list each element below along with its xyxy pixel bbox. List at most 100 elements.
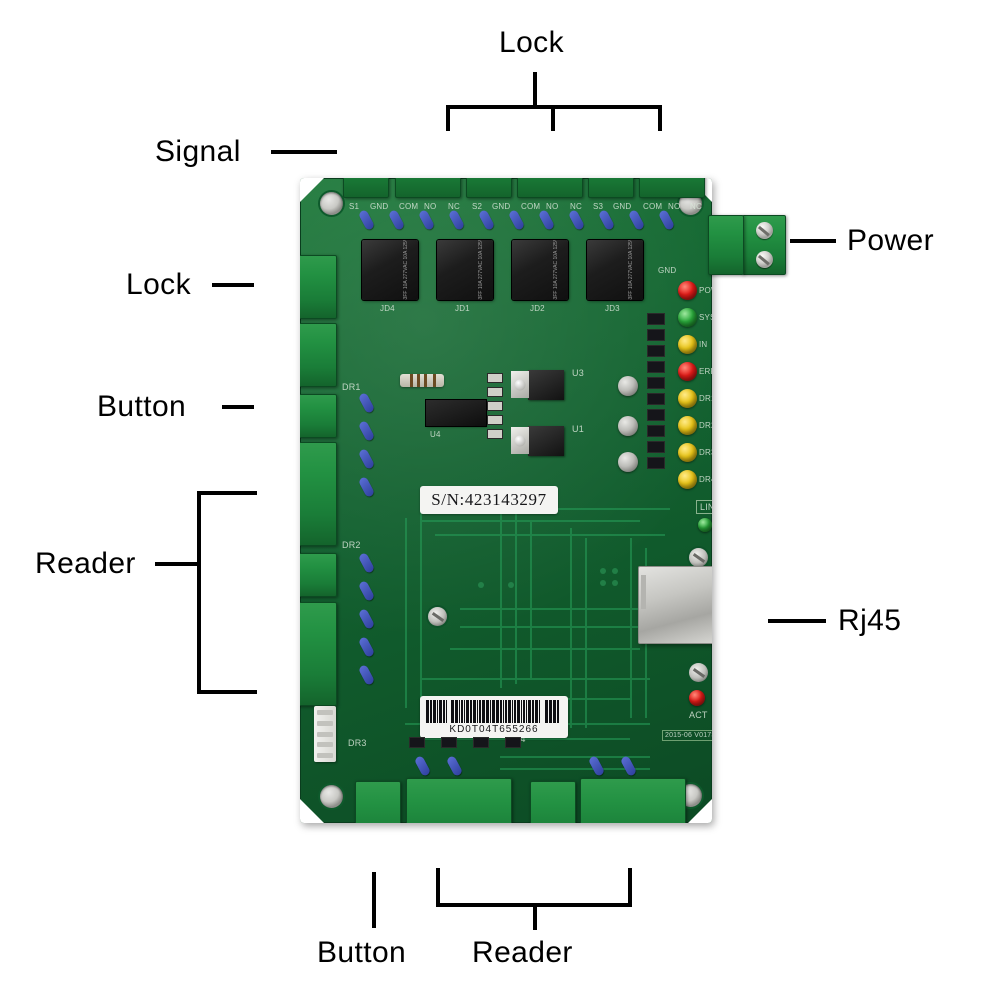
relay-marking: JQC-3FF 10A 277VAC 10A 125VAC xyxy=(402,240,409,300)
silk-revision: 2015-06 V0173 xyxy=(662,730,712,741)
relay-jd2: JQC-3FF 10A 277VAC 10A 125VAC xyxy=(512,240,568,300)
terminal-lock-left-1[interactable] xyxy=(300,255,337,319)
capacitor xyxy=(618,452,638,472)
silk-led-dr1: DR1 xyxy=(699,394,712,403)
relay-jd4: JQC-3FF 10A 277VAC 10A 125VAC xyxy=(362,240,418,300)
screw-terminal[interactable] xyxy=(755,251,773,268)
silk-com2: COM xyxy=(521,202,541,211)
callout-lock-left: Lock xyxy=(126,268,191,301)
screw-rj45-bottom xyxy=(689,663,708,682)
ic-u4 xyxy=(426,400,486,426)
terminal-signal-s1[interactable] xyxy=(343,178,389,198)
terminal-button-bottom-1[interactable] xyxy=(355,781,401,823)
barcode-bars xyxy=(426,700,562,723)
leader-power xyxy=(790,239,836,243)
leader-reader-left-bracket xyxy=(197,491,201,694)
silk-s1: S1 xyxy=(349,202,360,211)
silk-com1: COM xyxy=(399,202,419,211)
silk-com3: COM xyxy=(643,202,663,211)
terminal-lock-3[interactable] xyxy=(639,178,705,198)
silk-led-dr2: DR2 xyxy=(699,421,712,430)
mounting-hole-tl xyxy=(320,192,343,215)
jst-connector[interactable] xyxy=(314,706,336,762)
terminal-lock-2[interactable] xyxy=(517,178,583,198)
leader-reader-left-bottom xyxy=(197,690,257,694)
relay-jd3: JQC-3FF 10A 277VAC 10A 125VAC xyxy=(587,240,643,300)
led-link xyxy=(698,518,712,532)
leader-rj45 xyxy=(768,619,826,623)
capacitor xyxy=(618,416,638,436)
silk-led-power: POWER xyxy=(699,286,712,295)
callout-rj45: Rj45 xyxy=(838,604,902,637)
silk-nc2: NC xyxy=(570,202,582,211)
silk-gnd-power: GND xyxy=(658,266,677,275)
terminal-button-left-1[interactable] xyxy=(300,394,337,438)
silk-jd3: JD3 xyxy=(605,304,620,313)
relay-marking: JQC-3FF 10A 277VAC 10A 125VAC xyxy=(552,240,559,300)
silk-nc3: NC xyxy=(690,202,702,211)
silk-no2: NO xyxy=(546,202,559,211)
leader-button-bottom xyxy=(372,872,376,928)
smd-transistor xyxy=(648,346,664,356)
led-dr4 xyxy=(678,470,697,489)
silk-led-err: ERR xyxy=(699,367,712,376)
terminal-button-bottom-2[interactable] xyxy=(530,781,576,823)
terminal-reader-bottom-2[interactable] xyxy=(580,778,686,823)
silk-act: ACT xyxy=(689,710,708,720)
smd-transistor xyxy=(648,378,664,388)
screw-center-left xyxy=(428,607,447,626)
terminal-lock-left-2[interactable] xyxy=(300,323,337,387)
callout-reader-bottom: Reader xyxy=(472,936,573,969)
leader-signal xyxy=(271,150,337,154)
mounting-hole-bl xyxy=(320,785,343,808)
barcode-label: KD0T04T655266 xyxy=(420,696,568,738)
leader-lock-left xyxy=(212,283,254,287)
silk-jd2: JD2 xyxy=(530,304,545,313)
smd-transistor xyxy=(648,410,664,420)
barcode-text: KD0T04T655266 xyxy=(449,724,539,735)
leader-lock-top-vert xyxy=(533,72,537,108)
smd-resistor xyxy=(488,402,502,410)
silk-u1: U1 xyxy=(572,424,584,434)
terminal-reader-left-2[interactable] xyxy=(300,602,337,706)
smd-transistor xyxy=(648,330,664,340)
relay-jd1: JQC-3FF 10A 277VAC 10A 125VAC xyxy=(437,240,493,300)
terminal-power[interactable] xyxy=(742,215,786,275)
terminal-power-body[interactable] xyxy=(708,215,744,275)
capacitor xyxy=(618,376,638,396)
terminal-signal-s3[interactable] xyxy=(588,178,634,198)
smd-transistor xyxy=(474,738,488,747)
led-sys xyxy=(678,308,697,327)
screw-rj45-top xyxy=(689,548,708,567)
leader-button-left xyxy=(222,405,254,409)
smd-transistor xyxy=(442,738,456,747)
silk-nc1: NC xyxy=(448,202,460,211)
leader-lock-tick-right xyxy=(658,105,662,131)
silk-u3: U3 xyxy=(572,368,584,378)
silk-dr3: DR3 xyxy=(348,738,367,748)
silk-no3: NO xyxy=(668,202,681,211)
silk-led-sys: SYS xyxy=(699,313,712,322)
smd-transistor xyxy=(648,314,664,324)
regulator-u3 xyxy=(511,370,564,400)
resistor-r1 xyxy=(400,374,444,387)
terminal-button-left-2[interactable] xyxy=(300,553,337,597)
screw-terminal[interactable] xyxy=(755,222,773,239)
leader-reader-left-stem xyxy=(155,562,200,566)
terminal-reader-bottom-1[interactable] xyxy=(406,778,512,823)
smd-resistor xyxy=(488,388,502,396)
silk-s3: S3 xyxy=(593,202,604,211)
silk-dr1: DR1 xyxy=(342,382,361,392)
leader-reader-bottom-tick-right xyxy=(628,868,632,906)
silk-gnd1: GND xyxy=(370,202,389,211)
silk-gnd2: GND xyxy=(492,202,511,211)
terminal-signal-s2[interactable] xyxy=(466,178,512,198)
led-dr3 xyxy=(678,443,697,462)
silk-u4: U4 xyxy=(430,430,441,439)
terminal-reader-left-1[interactable] xyxy=(300,442,337,546)
rj45-jack[interactable] xyxy=(638,566,712,644)
led-in xyxy=(678,335,697,354)
smd-resistor xyxy=(488,416,502,424)
serial-number-label: S/N:423143297 xyxy=(420,486,558,514)
terminal-lock-1[interactable] xyxy=(395,178,461,198)
